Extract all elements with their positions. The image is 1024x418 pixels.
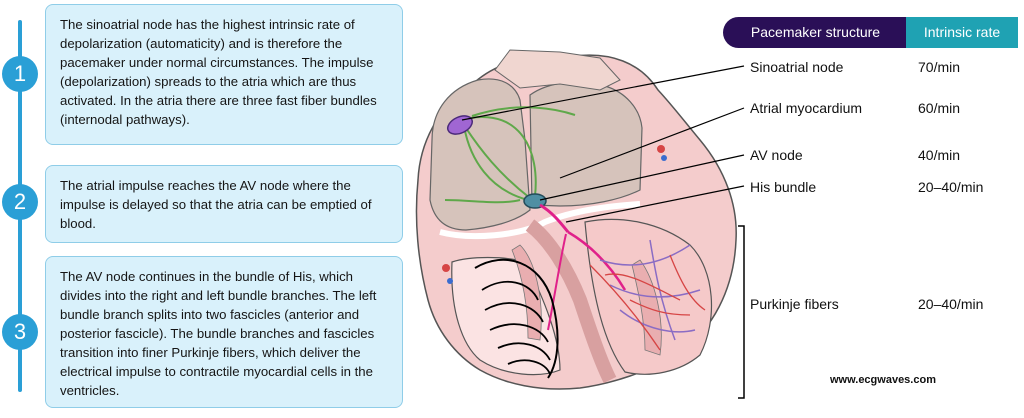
valve-plane (439, 201, 641, 240)
sa-node (446, 115, 474, 135)
septum (525, 219, 617, 384)
purkinje-fiber-5 (589, 264, 661, 351)
step-3-text: The AV node continues in the bundle of H… (60, 269, 377, 398)
purkinje-fiber-2 (609, 284, 701, 298)
structure-his-bundle: His bundle (750, 179, 817, 195)
left-bundle-branch (567, 230, 627, 291)
step-1-text: The sinoatrial node has the highest intr… (60, 17, 377, 127)
rate-av-node: 40/min (918, 147, 961, 163)
coronary-dot-4 (447, 278, 453, 284)
purkinje-fiber-6 (604, 273, 681, 301)
leader-av-node (539, 154, 745, 201)
purkinje-fiber-4 (649, 239, 676, 341)
purkinje-fiber-3 (619, 309, 696, 333)
his-bundle (539, 203, 570, 233)
bachmann-bundle (471, 106, 576, 117)
leader-sa-node (461, 65, 745, 121)
structure-purkinje-fibers: Purkinje fibers (750, 296, 839, 312)
internodal-pathway-2 (463, 125, 529, 201)
step-1-number-icon: 1 (2, 56, 38, 92)
structure-sa-node: Sinoatrial node (750, 59, 844, 75)
coronary-dot-1 (657, 145, 665, 153)
rate-his-bundle: 20–40/min (918, 179, 984, 195)
coronary-dot-3 (442, 264, 450, 272)
internodal-pathway-1 (461, 121, 531, 199)
rate-purkinje-fibers: 20–40/min (918, 296, 984, 312)
step-1-box: The sinoatrial node has the highest intr… (45, 4, 403, 145)
leader-his-bundle (565, 185, 745, 223)
website-credit: www.ecgwaves.com (830, 374, 936, 386)
rate-sa-node: 70/min (918, 59, 961, 75)
upper-vessels (494, 49, 621, 91)
purkinje-fiber-7 (629, 299, 691, 316)
internodal-pathway-3 (469, 115, 537, 197)
purkinje-bracket (738, 225, 745, 399)
leader-atrial-myocardium (559, 107, 745, 179)
pacemaker-structure-header: Pacemaker structure (723, 17, 908, 48)
rv-purkinje-arc-3 (489, 323, 549, 343)
intrinsic-rate-header: Intrinsic rate (906, 17, 1018, 48)
rv-purkinje-arc-5 (507, 359, 551, 375)
step-3-number-icon: 3 (2, 314, 38, 350)
step-3-box: The AV node continues in the bundle of H… (45, 256, 403, 408)
structure-atrial-myocardium: Atrial myocardium (750, 100, 863, 116)
rv-purkinje-outline (474, 258, 559, 379)
rv-purkinje-arc-1 (481, 281, 539, 301)
right-atrium (429, 78, 531, 231)
purkinje-fiber-1 (599, 244, 691, 266)
rv-purkinje-arc-4 (497, 342, 551, 361)
coronary-dot-2 (661, 155, 667, 161)
step-2-box: The atrial impulse reaches the AV node w… (45, 165, 403, 243)
structure-av-node: AV node (750, 147, 803, 163)
step-2-number-icon: 2 (2, 184, 38, 220)
rv-purkinje-arc-2 (484, 302, 544, 323)
right-bundle-branch (547, 233, 567, 331)
papillary-muscle-2 (511, 244, 542, 341)
purkinje-fiber-8 (669, 254, 706, 311)
left-atrium (529, 81, 643, 207)
atrial-branch (444, 199, 521, 204)
step-2-text: The atrial impulse reaches the AV node w… (60, 178, 372, 231)
rate-atrial-myocardium: 60/min (918, 100, 961, 116)
